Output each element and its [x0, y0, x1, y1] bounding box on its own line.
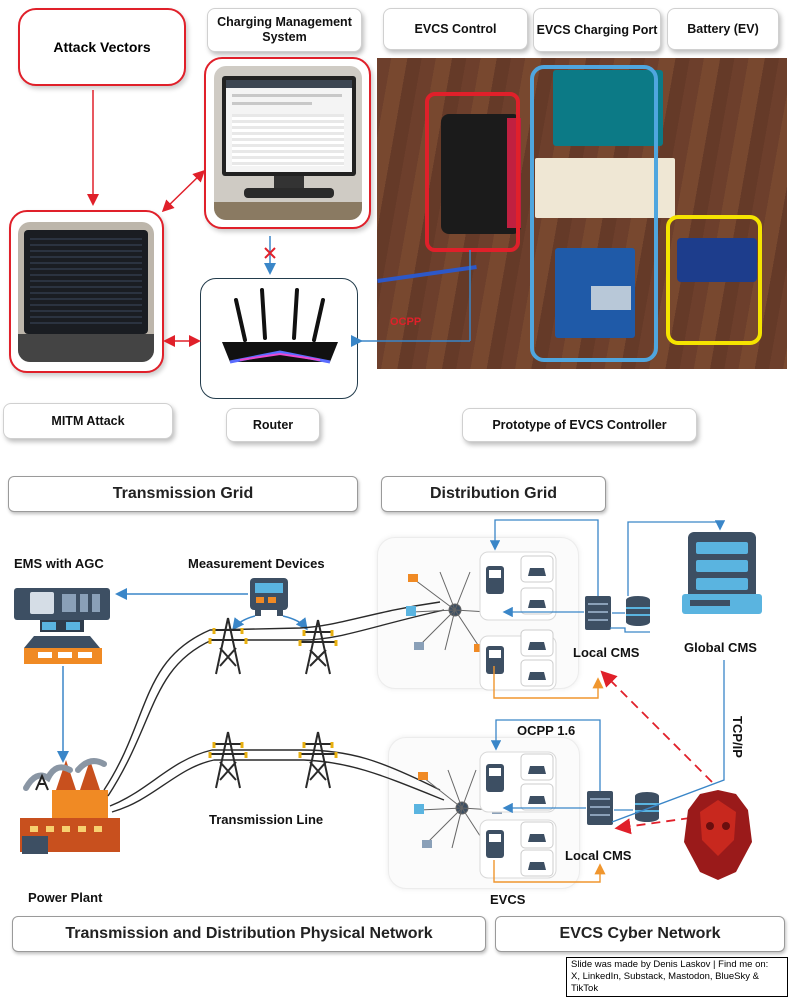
ocpp-photo-label: OCPP: [390, 316, 422, 328]
local-cms-2-label: Local CMS: [565, 848, 632, 863]
global-cms-icon: [682, 532, 762, 614]
attack-vectors-label: Attack Vectors: [53, 39, 151, 55]
mitm-cms-arrow: [161, 169, 206, 213]
power-plant-icon: [20, 758, 120, 854]
attack-vectors-box: Attack Vectors: [18, 8, 186, 86]
distribution-grid-header: Distribution Grid: [381, 476, 606, 512]
local-cms-1-label: Local CMS: [573, 645, 640, 660]
evcs-control-highlight: [425, 92, 520, 252]
battery-highlight: [666, 215, 762, 345]
prototype-photo: [377, 58, 787, 369]
global-cms-label: Global CMS: [684, 640, 757, 655]
credit-line-1: Slide was made by Denis Laskov | Find me…: [571, 959, 769, 970]
credit-line-2: X, LinkedIn, Substack, Mastodon, BlueSky…: [571, 971, 759, 994]
ems-label: EMS with AGC: [14, 556, 104, 571]
cms-title-label: Charging Management System: [217, 15, 352, 44]
power-plant-label: Power Plant: [28, 890, 103, 905]
distribution-area-1: [377, 537, 579, 689]
evcs-control-box: EVCS Control: [383, 8, 528, 50]
evcs-port-highlight: [530, 65, 658, 362]
transmission-grid-header: Transmission Grid: [8, 476, 358, 512]
tcpip-label: TCP/IP: [730, 716, 745, 758]
measurement-label: Measurement Devices: [188, 556, 325, 571]
local-cms-2-icon: [587, 791, 659, 825]
ems-icon: [14, 588, 110, 664]
evcs-port-box: EVCS Charging Port: [533, 8, 661, 52]
distribution-grid-label: Distribution Grid: [429, 485, 558, 502]
physical-network-header: Transmission and Distribution Physical N…: [12, 916, 486, 952]
battery-box: Battery (EV): [667, 8, 779, 50]
distribution-area-2: [388, 737, 580, 889]
mitm-label-box: MITM Attack: [3, 403, 173, 439]
arduino-board: [553, 70, 663, 146]
cms-monitor-photo: [214, 66, 362, 220]
prototype-label-box: Prototype of EVCS Controller: [462, 408, 697, 442]
transmission-grid-label: Transmission Grid: [112, 485, 254, 502]
breadboard: [535, 158, 675, 218]
evcs-label: EVCS: [490, 892, 526, 907]
credit-box: Slide was made by Denis Laskov | Find me…: [566, 957, 788, 997]
transmission-line-label: Transmission Line: [209, 812, 324, 827]
physical-network-label: Transmission and Distribution Physical N…: [65, 925, 433, 942]
attacker-icon: [684, 790, 752, 880]
pylon-icons: [208, 617, 338, 789]
prototype-label: Prototype of EVCS Controller: [492, 418, 667, 432]
broken-link-icon: [264, 247, 276, 259]
cms-title-box: Charging Management System: [207, 8, 362, 52]
local-cms-1-icon: [585, 596, 650, 630]
mitm-label: MITM Attack: [51, 414, 125, 428]
router-box: [200, 278, 358, 399]
cyber-network-header: EVCS Cyber Network: [495, 916, 785, 952]
battery-label: Battery (EV): [687, 22, 759, 36]
router-label-box: Router: [226, 408, 320, 442]
evcs-port-label: EVCS Charging Port: [536, 22, 658, 37]
mitm-laptop-photo: [18, 222, 154, 362]
evcs-control-label: EVCS Control: [414, 22, 497, 36]
ocpp-label: OCPP 1.6: [517, 723, 576, 738]
router-label: Router: [252, 418, 294, 432]
meter-icon: [250, 578, 288, 616]
battery-pack: [677, 238, 757, 282]
cyber-network-label: EVCS Cyber Network: [559, 925, 721, 942]
